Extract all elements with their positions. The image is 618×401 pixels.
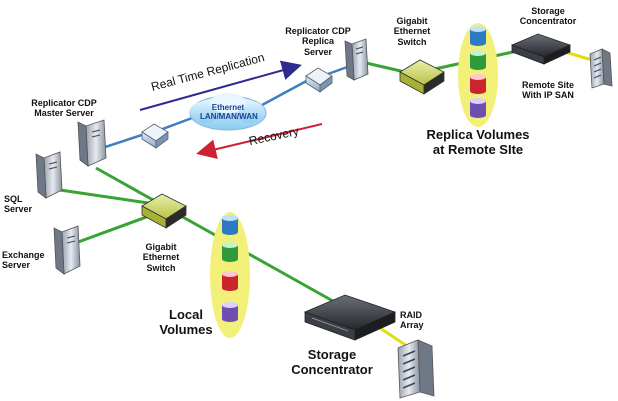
raid-array-label: RAID Array bbox=[400, 310, 424, 331]
link-exchange-switch bbox=[69, 210, 161, 247]
link-sql-switch bbox=[59, 188, 163, 207]
remote-site-label: Remote Site With IP SAN bbox=[521, 80, 574, 101]
replica-server-icon bbox=[344, 38, 369, 81]
replica-volumes-label: Replica Volumes at Remote SIte bbox=[426, 127, 530, 157]
volume-cylinder-icon bbox=[470, 50, 486, 70]
master-server-icon bbox=[77, 119, 107, 167]
remote-storage-concentrator-icon bbox=[510, 33, 572, 65]
volume-cylinder-icon bbox=[222, 242, 238, 262]
replica-volumes bbox=[470, 26, 486, 118]
local-switch-icon bbox=[141, 193, 187, 229]
link-router-cloud bbox=[159, 116, 193, 132]
volume-cylinder-icon bbox=[222, 302, 238, 322]
volume-cylinder-icon bbox=[470, 26, 486, 46]
local-router-icon bbox=[141, 123, 169, 149]
volume-cylinder-icon bbox=[222, 215, 238, 235]
replication-arrow bbox=[139, 60, 302, 111]
local-volumes-label: Local Volumes bbox=[159, 307, 213, 337]
ethernet-cloud-icon bbox=[189, 93, 267, 131]
link-replica-switch bbox=[361, 60, 406, 74]
volume-cylinder-icon bbox=[470, 74, 486, 94]
remote-san-array-icon bbox=[589, 48, 613, 89]
link-switch-concentrator bbox=[164, 205, 341, 307]
remote-storage-concentrator-label: Storage Concentrator bbox=[519, 6, 577, 27]
link-cloud-router-remote bbox=[261, 76, 313, 107]
remote-switch-icon bbox=[399, 59, 445, 95]
link-concentrator-remote-san bbox=[564, 50, 593, 62]
local-switch-label: Gigabit Ethernet Switch bbox=[142, 242, 180, 273]
remote-switch-label: Gigabit Ethernet Switch bbox=[393, 16, 431, 47]
sql-server-label: SQL Server bbox=[4, 194, 33, 215]
ethernet-cloud-label: Ethernet LAN/MAN/WAN bbox=[200, 103, 258, 122]
remote-router-icon bbox=[305, 67, 333, 93]
volume-cylinder-icon bbox=[470, 98, 486, 118]
local-storage-concentrator-label: Storage Concentrator bbox=[291, 347, 373, 377]
replica-server-label: Replicator CDP Replica Server bbox=[285, 26, 351, 57]
link-master-switch bbox=[95, 166, 163, 207]
link-concentrator-raid bbox=[379, 326, 411, 350]
exchange-server-icon bbox=[53, 225, 81, 275]
local-volumes bbox=[222, 215, 238, 322]
recovery-arrow bbox=[196, 123, 323, 160]
sql-server-icon bbox=[35, 151, 63, 199]
master-server-label: Replicator CDP Master Server bbox=[31, 98, 97, 119]
volume-cylinder-icon bbox=[222, 271, 238, 291]
raid-array-icon bbox=[397, 339, 435, 399]
exchange-server-label: Exchange Server bbox=[2, 250, 45, 271]
local-storage-concentrator-icon bbox=[303, 294, 397, 341]
